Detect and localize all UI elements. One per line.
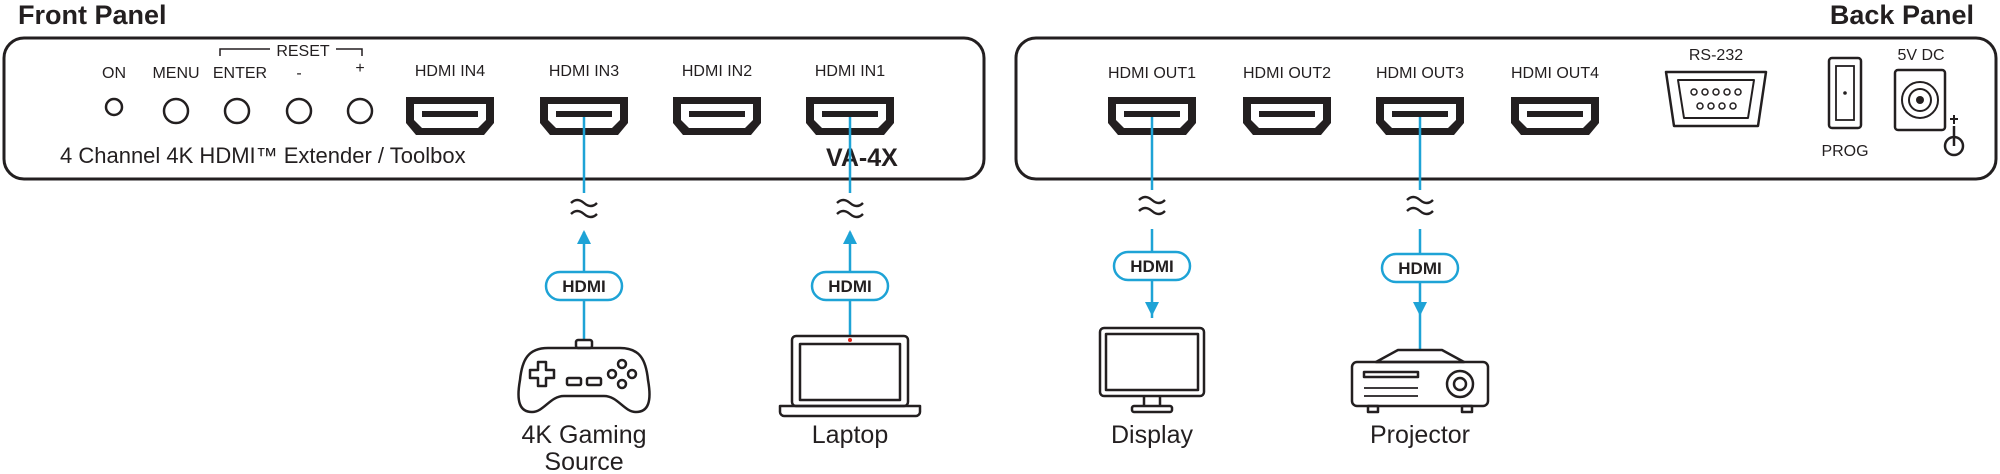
enter-button-icon[interactable]: [223, 97, 251, 125]
reset-label: RESET: [276, 43, 330, 60]
plus-button-icon[interactable]: [346, 97, 374, 125]
gaming-source-label-line1: 4K Gaming: [521, 421, 646, 449]
hdmi-out4-label: HDMI OUT4: [1511, 65, 1599, 82]
projector-icon: [1350, 348, 1490, 414]
hdmi-out2-label: HDMI OUT2: [1243, 65, 1331, 82]
button-label-on: ON: [102, 65, 126, 82]
button-label-enter: ENTER: [213, 65, 267, 82]
hdmi-out4-port-icon: [1511, 97, 1599, 135]
hdmi-in3-label: HDMI IN3: [549, 63, 619, 80]
rs232-port-icon: [1664, 70, 1768, 128]
front-panel-chassis: [2, 36, 986, 181]
hdmi-in2-label: HDMI IN2: [682, 63, 752, 80]
gamepad-icon: [517, 338, 651, 414]
cable-out3-to-projector: [1405, 117, 1435, 350]
hdmi-out3-label: HDMI OUT3: [1376, 65, 1464, 82]
rs232-label: RS-232: [1689, 47, 1743, 64]
laptop-webcam-dot: [848, 338, 852, 342]
hdmi-cable-tag-display: HDMI: [1112, 250, 1192, 282]
svg-text:HDMI: HDMI: [828, 277, 871, 296]
projector-label: Projector: [1370, 421, 1470, 449]
hdmi-cable-tag-laptop: HDMI: [810, 270, 890, 302]
monitor-icon: [1098, 326, 1206, 414]
front-panel-heading: Front Panel: [18, 0, 167, 30]
minus-button-icon[interactable]: [285, 97, 313, 125]
display-label: Display: [1111, 421, 1193, 449]
hdmi-in4-port-icon: [406, 97, 494, 135]
usb-prog-port-icon: [1827, 56, 1863, 130]
model-name: VA-4X: [826, 144, 898, 172]
hdmi-out2-port-icon: [1243, 97, 1331, 135]
hdmi-in2-port-icon: [673, 97, 761, 135]
gaming-source-label-line2: Source: [544, 448, 623, 474]
svg-text:HDMI: HDMI: [1398, 259, 1441, 278]
prog-label: PROG: [1821, 143, 1868, 160]
dc-polarity-icon: [1943, 115, 1965, 157]
svg-text:HDMI: HDMI: [562, 277, 605, 296]
hdmi-cable-tag-gaming: HDMI: [544, 270, 624, 302]
hdmi-out1-label: HDMI OUT1: [1108, 65, 1196, 82]
svg-text:HDMI: HDMI: [1130, 257, 1173, 276]
device-subtitle: 4 Channel 4K HDMI™ Extender / Toolbox: [60, 143, 466, 168]
power-label: 5V DC: [1897, 47, 1944, 64]
laptop-icon: [778, 334, 922, 418]
button-label-minus: -: [296, 65, 301, 82]
dc-power-jack-icon: [1893, 68, 1947, 132]
hdmi-cable-tag-projector: HDMI: [1380, 252, 1460, 284]
back-panel-heading: Back Panel: [1830, 0, 1974, 30]
menu-button-icon[interactable]: [162, 97, 190, 125]
button-label-plus: +: [355, 60, 364, 77]
laptop-label: Laptop: [812, 421, 888, 449]
button-label-menu: MENU: [152, 65, 199, 82]
hdmi-in4-label: HDMI IN4: [415, 63, 485, 80]
led-indicator-icon: [104, 97, 124, 117]
reset-bracket: [219, 48, 363, 56]
hdmi-in1-label: HDMI IN1: [815, 63, 885, 80]
